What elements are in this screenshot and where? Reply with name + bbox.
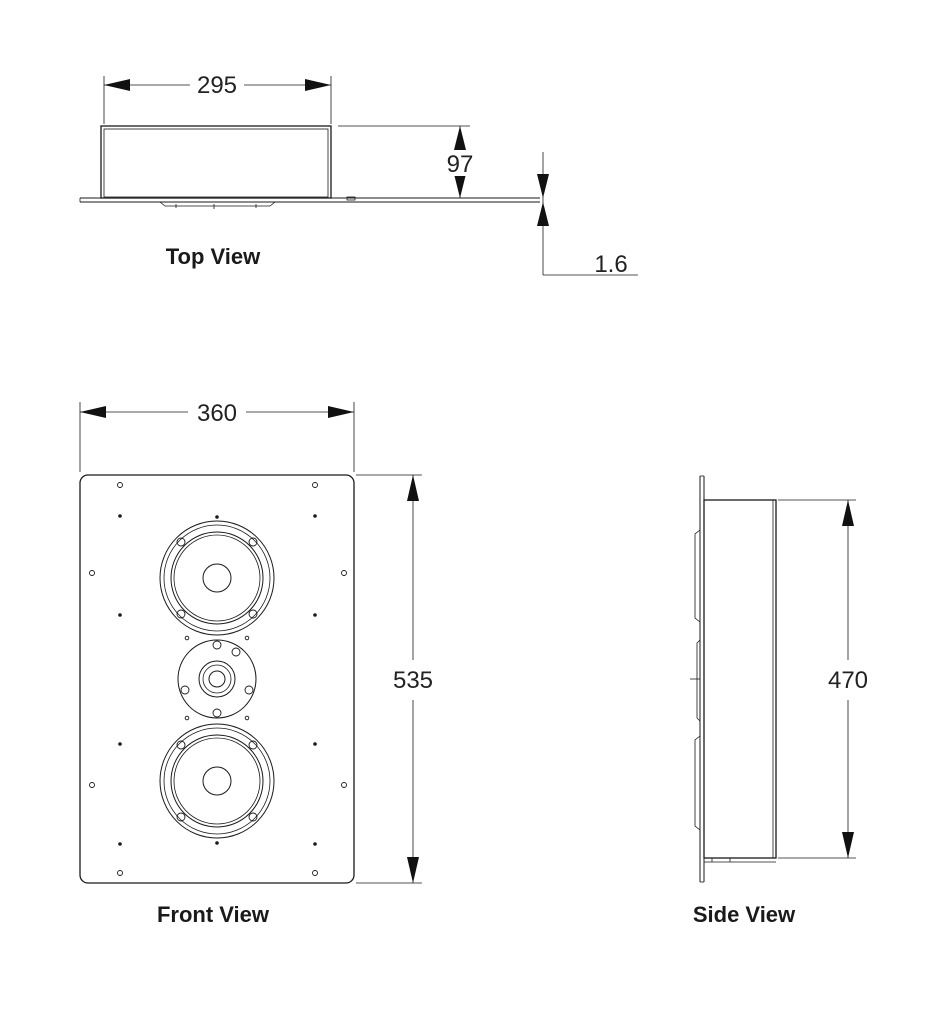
mount-hole (89, 570, 95, 576)
side-height-dim: 470 (828, 667, 868, 694)
top-view: 295 97 1.6 Top View (79, 72, 638, 278)
front-height-dim: 535 (393, 667, 433, 694)
side-height-arrow-top (842, 500, 854, 526)
front-height-arrow-top (407, 475, 419, 501)
side-view-label: Side View (693, 902, 796, 927)
front-baffle (79, 474, 355, 884)
side-view: 470 Side View (690, 475, 868, 927)
side-enclosure (703, 499, 777, 859)
top-width-dim: 295 (197, 72, 237, 99)
top-view-label: Top View (166, 244, 261, 269)
flange-thk-arrow-top (537, 174, 549, 198)
side-grille-clip (694, 735, 701, 831)
front-width-dim: 360 (197, 400, 237, 427)
top-view-body-inner (103, 128, 329, 198)
mount-hole (89, 782, 95, 788)
front-width-arrow-left (80, 406, 106, 418)
mount-hole (312, 870, 318, 876)
front-view-label: Front View (157, 902, 270, 927)
mount-hole (341, 782, 347, 788)
lower-woofer (159, 723, 275, 839)
dust-cap (202, 563, 232, 593)
front-width-arrow-right (328, 406, 354, 418)
top-depth-arrow-bottom (454, 174, 466, 198)
top-width-arrow-right (305, 79, 331, 91)
side-grille-clip (696, 639, 701, 722)
mount-hole (117, 482, 123, 488)
front-height-arrow-bottom (407, 857, 419, 883)
top-view-body (100, 125, 332, 199)
mount-hole (312, 482, 318, 488)
top-depth-arrow-top (454, 126, 466, 150)
mount-hole (117, 870, 123, 876)
mount-hole (341, 570, 347, 576)
side-height-arrow-bottom (842, 832, 854, 858)
side-grille-clip (694, 529, 701, 623)
flange-thk-dim: 1.6 (594, 251, 627, 278)
top-depth-dim: 97 (447, 151, 474, 178)
flange-thk-arrow-bottom (537, 202, 549, 226)
dust-cap (202, 766, 232, 796)
front-view: 360 (79, 400, 433, 927)
top-grille-clip (159, 201, 276, 207)
tweeter (177, 635, 257, 721)
top-width-arrow-left (104, 79, 130, 91)
upper-woofer (159, 520, 275, 636)
